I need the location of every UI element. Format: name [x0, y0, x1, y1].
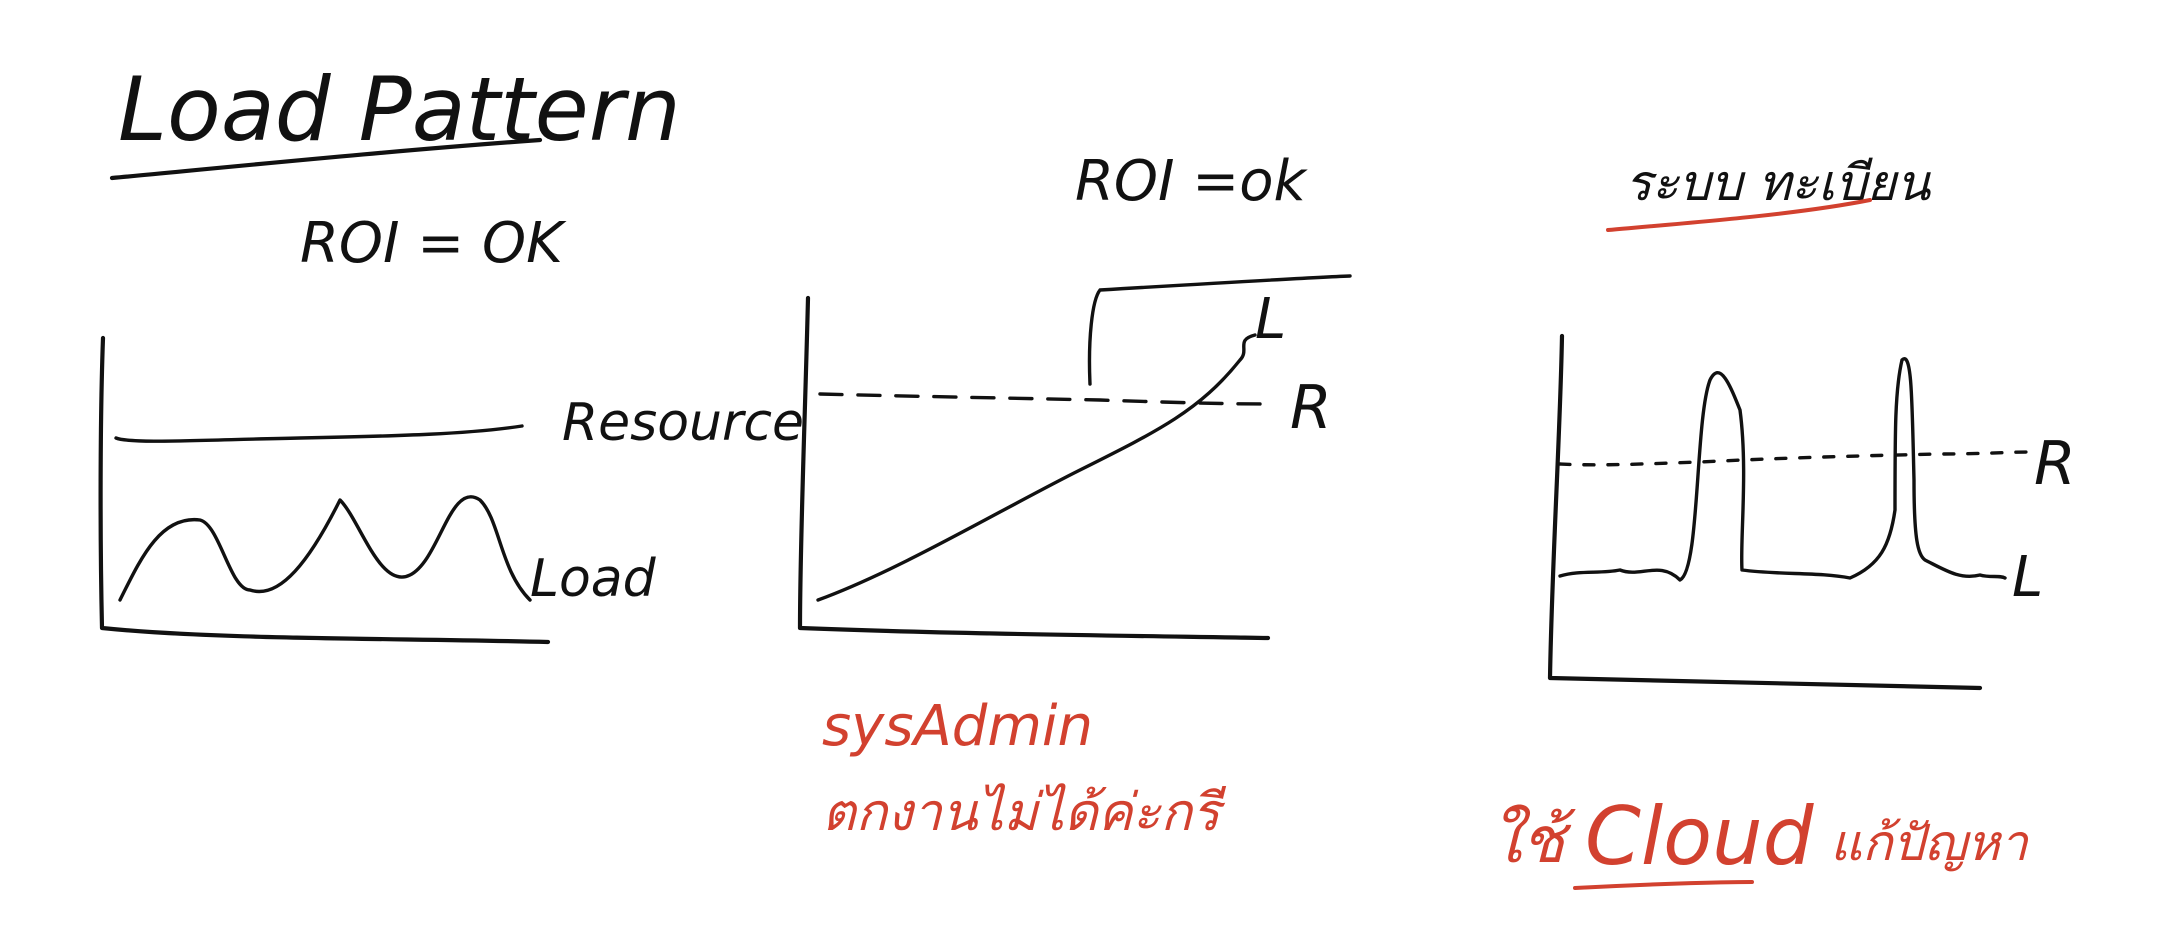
panel-2-note-line1: sysAdmin — [822, 694, 1093, 759]
panel-1-resource-line — [114, 424, 524, 443]
panel-3-resource-dashed — [1558, 450, 2032, 467]
panel-2-roi-label: ROI =ok — [1075, 149, 1308, 214]
page-title: Load Pattern — [118, 58, 681, 161]
panel-3-heading: ระบบ ทะเบียน — [1625, 154, 1932, 212]
panel-1-load-label: Load — [530, 549, 657, 609]
panel-1-load-curve — [118, 495, 532, 602]
panel-3-cloud-underline — [1573, 880, 1754, 890]
title-underline — [109, 137, 543, 181]
panel-2-axes — [797, 295, 1271, 641]
panel-2-step-line — [1087, 274, 1352, 386]
panel-2-load-line — [816, 333, 1257, 602]
panel-2: ROI =ok R L sysAdmin ตกงานไม่ได้ค่ะกรี — [797, 149, 1352, 843]
panel-1-axes — [98, 335, 551, 645]
panel-3-load-label: L — [2012, 545, 2043, 610]
panel-1: ROI = OK Resource Load — [98, 211, 804, 645]
panel-3-load-spiky — [1558, 357, 2007, 582]
panel-1-resource-label: Resource — [562, 393, 804, 453]
panel-3-note-suffix: แก้ปัญหา — [1830, 814, 2030, 872]
panel-3-axes — [1547, 333, 1983, 691]
panel-2-load-label: L — [1255, 287, 1286, 352]
panel-3-resource-label: R — [2034, 429, 2076, 499]
panel-2-note-line2: ตกงานไม่ได้ค่ะกรี — [822, 783, 1227, 843]
panel-3: ระบบ ทะเบียน R L ใช้ Cloud แก้ปัญหา — [1490, 154, 2076, 890]
panel-3-heading-underline — [1606, 198, 1872, 232]
panel-2-resource-label: R — [1290, 373, 1332, 443]
panel-3-note-prefix: ใช้ — [1490, 804, 1576, 878]
panel-3-note-cloud: Cloud — [1585, 790, 1815, 883]
panel-1-roi-label: ROI = OK — [300, 211, 567, 276]
panel-2-resource-dashed — [818, 392, 1272, 406]
